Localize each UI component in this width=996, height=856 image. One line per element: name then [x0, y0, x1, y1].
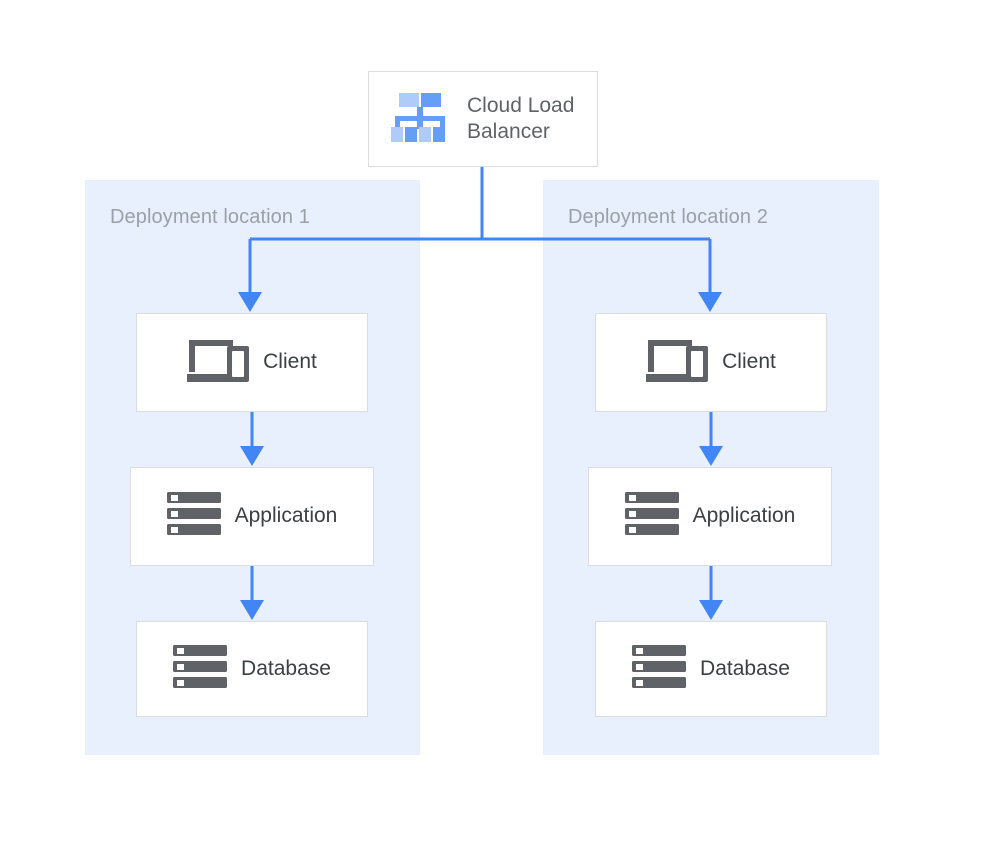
node-label-database-1: Database [241, 656, 331, 680]
server-stack-icon [166, 492, 221, 541]
node-database-1[interactable]: Database [136, 621, 368, 717]
node-label-database-2: Database [700, 656, 790, 680]
node-application-2[interactable]: Application [588, 467, 832, 566]
node-label-client-1: Client [263, 350, 317, 374]
node-label-client-2: Client [722, 350, 776, 374]
node-database-2[interactable]: Database [595, 621, 827, 717]
zone-label-deployment-location-2: Deployment location 2 [568, 206, 768, 228]
zone-label-deployment-location-1: Deployment location 1 [110, 206, 310, 228]
server-stack-icon [173, 644, 228, 694]
cloud-load-balancer-icon [391, 91, 449, 148]
server-stack-icon [632, 644, 687, 694]
node-client-1[interactable]: Client [136, 313, 368, 412]
node-application-1[interactable]: Application [130, 467, 374, 566]
client-devices-icon [187, 336, 250, 389]
node-cloud-load-balancer[interactable]: Cloud Load Balancer [368, 71, 598, 167]
client-devices-icon [646, 336, 709, 389]
node-label-application-2: Application [692, 504, 796, 528]
node-label-application-1: Application [234, 504, 338, 528]
node-client-2[interactable]: Client [595, 313, 827, 412]
server-stack-icon [624, 492, 679, 541]
node-label-cloud-load-balancer: Cloud Load Balancer [467, 93, 575, 143]
